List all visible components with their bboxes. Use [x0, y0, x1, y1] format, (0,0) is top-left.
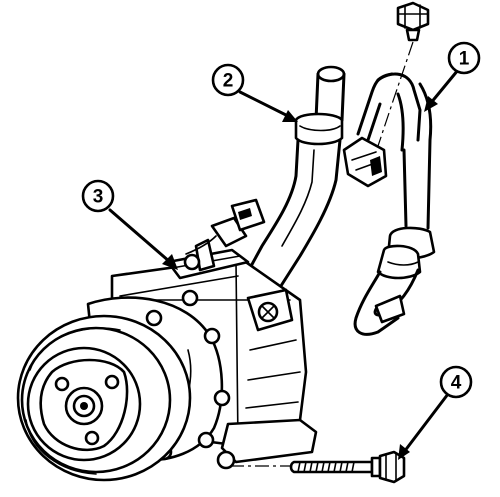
top-bolt-icon — [396, 1, 430, 42]
callout-4: 4 — [439, 365, 473, 399]
leader-arrows — [108, 68, 460, 460]
mounting-bolt-part-4 — [230, 450, 406, 484]
clutch-pulley — [16, 314, 192, 482]
callout-1-label: 1 — [459, 49, 470, 70]
callout-3-label: 3 — [93, 187, 104, 208]
callout-3: 3 — [81, 179, 115, 213]
callout-2: 2 — [211, 63, 245, 97]
callout-1: 1 — [447, 41, 481, 75]
callout-4-label: 4 — [451, 373, 462, 394]
wire-connector-icon — [183, 198, 266, 271]
callout-2-label: 2 — [223, 71, 234, 92]
line-assembly-part-1 — [342, 1, 436, 336]
bolt-centerline — [377, 41, 414, 147]
